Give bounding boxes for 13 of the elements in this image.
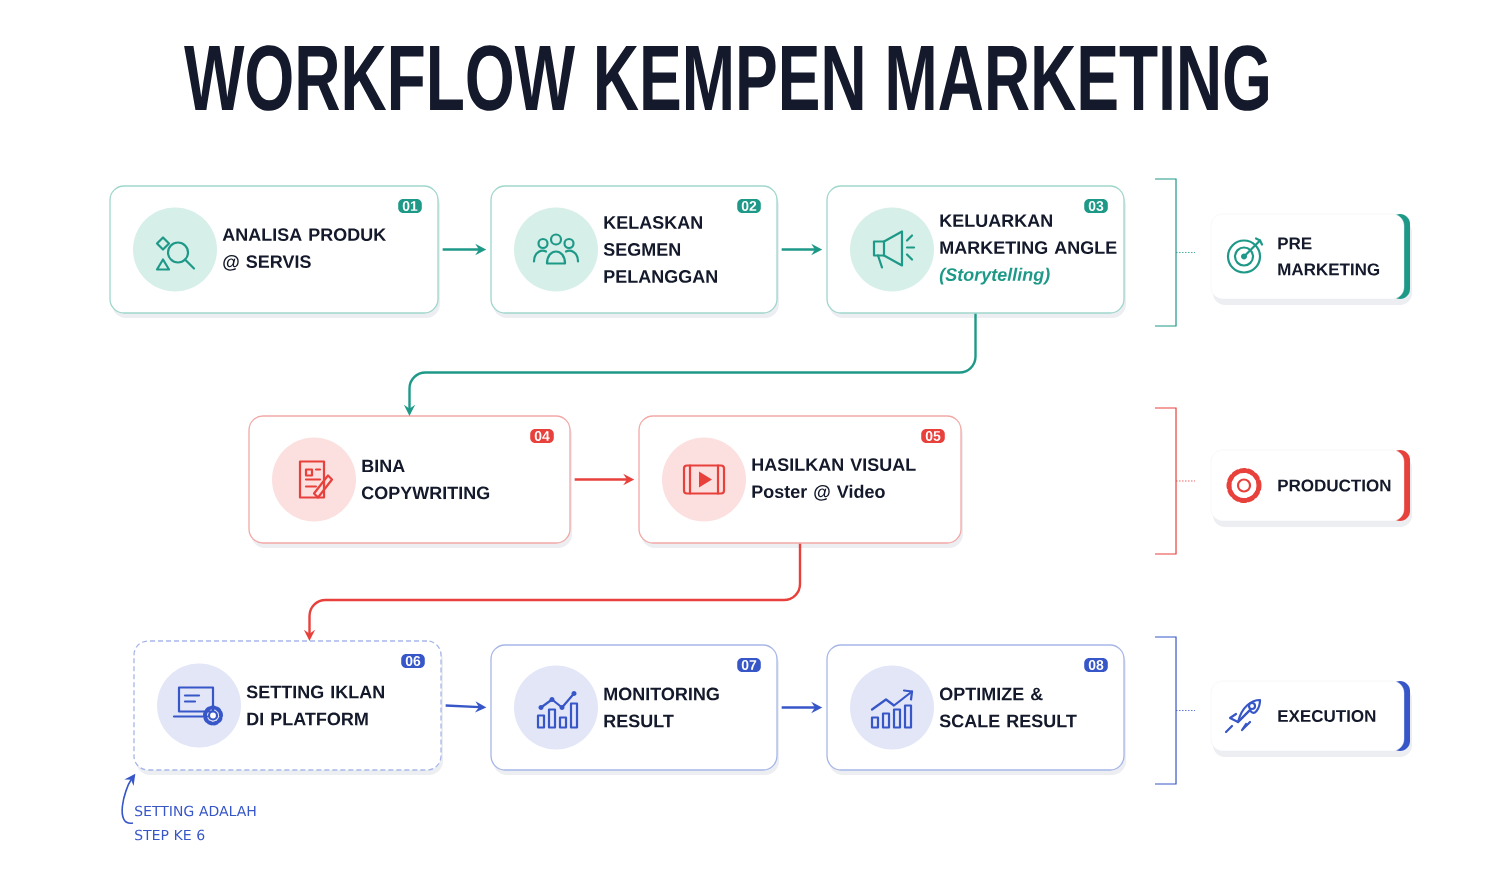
number-badge: 01: [398, 199, 422, 213]
note-text: SETTING ADALAH STEP KE 6: [135, 805, 256, 841]
number-badge: 07: [737, 658, 761, 672]
number-badge: 06: [401, 654, 425, 668]
phase-card: PRODUCTION: [1210, 449, 1412, 527]
number-badge: 02: [737, 199, 761, 213]
number-badge: 05: [921, 429, 945, 443]
title: WORKFLOW KEMPEN MARKETING: [184, 45, 1268, 111]
number-badge: 04: [530, 429, 554, 443]
number-badge: 03: [1084, 199, 1108, 213]
phase-card: PRE MARKETING: [1210, 213, 1412, 305]
number-badge: 08: [1084, 658, 1108, 672]
phase-card: EXECUTION: [1210, 680, 1412, 757]
